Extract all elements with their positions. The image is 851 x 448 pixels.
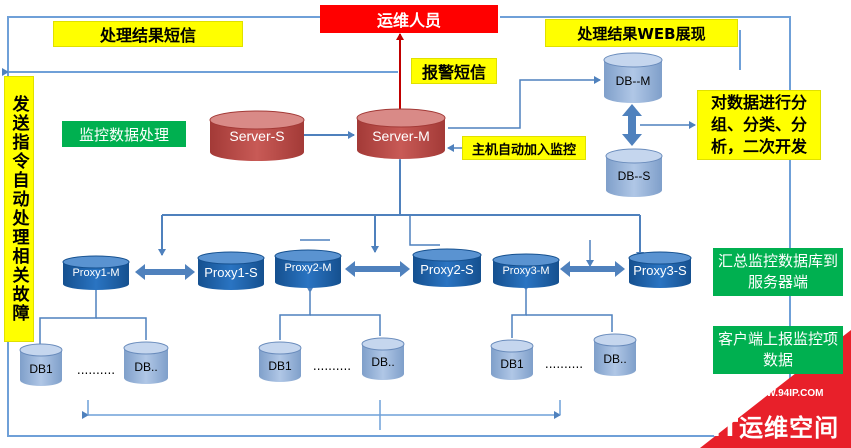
data-analysis-label: 对数据进行分组、分类、分析，二次开发 <box>697 90 821 160</box>
watermark-site: WWW.94IP.COM <box>747 388 824 399</box>
proxy2-m-cylinder <box>274 249 342 288</box>
proxy1-s-label: Proxy1-S <box>204 264 258 280</box>
db1-a-cylinder <box>19 343 63 386</box>
proxy3-m-cylinder <box>492 253 560 288</box>
auto-add-host-label: 主机自动加入监控 <box>462 136 586 160</box>
monitor-processing-label: 监控数据处理 <box>62 121 186 147</box>
db-dots-a-cylinder <box>123 341 169 384</box>
ops-staff-box: 运维人员 <box>320 5 498 33</box>
ellipsis-b: .......... <box>312 359 352 373</box>
db1-c-cylinder <box>490 339 534 380</box>
db-dots-a-label: DB.. <box>134 360 158 374</box>
aggregate-label: 汇总监控数据库到服务器端 <box>713 248 843 296</box>
proxy3-s-label: Proxy3-S <box>633 262 687 278</box>
db1-a-label: DB1 <box>29 362 53 376</box>
db-dots-b-label: DB.. <box>371 355 395 369</box>
ellipsis-a: .......... <box>76 363 116 377</box>
proxy1-m-cylinder <box>62 255 130 290</box>
proxy1-sync-arrow <box>135 264 195 280</box>
proxy3-sync-arrow <box>560 261 625 277</box>
proxy2-s-cylinder <box>412 248 482 287</box>
db-m-label: DB--M <box>615 74 651 88</box>
db-m-cylinder <box>603 52 663 103</box>
send-commands-label: 发送指令自动处理相关故障 <box>4 76 34 342</box>
proxy3-s-cylinder <box>628 251 692 288</box>
proxy2-m-label: Proxy2-M <box>284 262 332 274</box>
db-s-label: DB--S <box>617 169 651 183</box>
db-dots-c-label: DB.. <box>603 352 627 366</box>
proxy2-sync-arrow <box>345 261 410 277</box>
server-m-cylinder <box>356 108 446 159</box>
server-s-cylinder <box>209 110 305 161</box>
db-dots-c-cylinder <box>593 333 637 376</box>
frame-line-top <box>7 16 791 437</box>
db1-b-cylinder <box>258 341 302 382</box>
sms-result-label: 处理结果短信 <box>53 21 243 47</box>
db-replication-arrow <box>622 104 642 146</box>
alarm-sms-label: 报警短信 <box>411 58 497 84</box>
server-m-label: Server-M <box>372 128 430 144</box>
proxy1-m-label: Proxy1-M <box>72 267 120 279</box>
db-dots-b-cylinder <box>361 337 405 380</box>
db-s-cylinder <box>605 148 663 197</box>
db1-c-label: DB1 <box>500 357 524 371</box>
web-result-label: 处理结果WEB展现 <box>545 19 738 47</box>
db1-b-label: DB1 <box>268 359 292 373</box>
client-report-label: 客户端上报监控项数据 <box>713 326 843 374</box>
proxy3-m-label: Proxy3-M <box>502 265 550 277</box>
proxy1-s-cylinder <box>197 251 265 290</box>
server-s-label: Server-S <box>229 128 285 144</box>
watermark-brand: IT运维空间 <box>711 414 840 442</box>
proxy2-s-label: Proxy2-S <box>420 261 474 277</box>
server-db-line <box>448 76 601 129</box>
ellipsis-c: .......... <box>544 357 584 371</box>
